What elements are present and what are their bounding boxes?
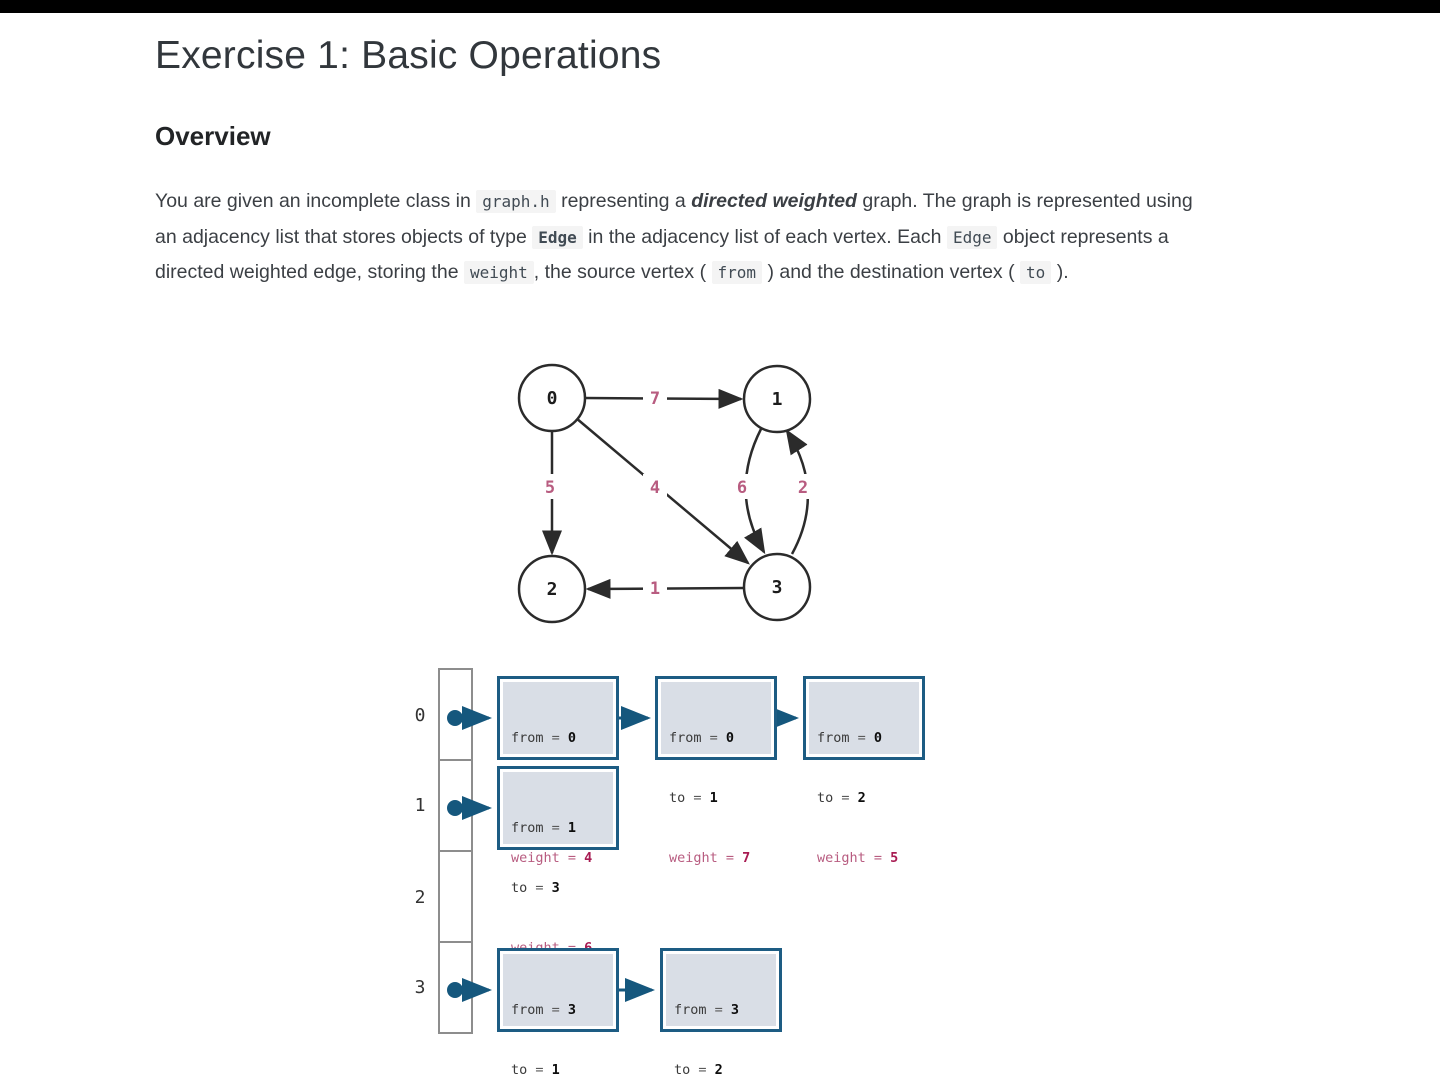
inline-code: from	[711, 261, 763, 284]
array-cell-2	[438, 850, 473, 943]
text-segment: ).	[1051, 261, 1069, 283]
inline-code: to	[1020, 261, 1052, 284]
edge-box-panel: from = 3 to = 1 weight = 2	[503, 954, 613, 1078]
text-segment: You are given an incomplete class in	[155, 190, 477, 212]
edge-box-0-1: from = 0 to = 1 weight = 7	[655, 676, 777, 866]
graph-node-1-label: 1	[772, 389, 783, 410]
edge-box-0-0: from = 0 to = 3 weight = 4	[497, 676, 619, 866]
edge-to-line: to = 1	[669, 790, 718, 806]
edge-weight-line: weight = 7	[669, 850, 751, 866]
page-title: Exercise 1: Basic Operations	[155, 34, 662, 77]
graph-node-0-label: 0	[547, 388, 558, 409]
edge-to-line: to = 3	[511, 880, 560, 896]
label-backing	[730, 474, 754, 499]
array-index-label-1: 1	[414, 795, 426, 816]
text-segment: representing a	[555, 190, 692, 212]
inline-bi: directed weighted	[691, 190, 857, 212]
edge-box-panel: from = 0 to = 1 weight = 7	[661, 682, 771, 866]
label-backing	[538, 474, 562, 499]
array-index-label-0: 0	[414, 705, 426, 726]
edge-weight-1-3: 6	[737, 478, 747, 498]
inline-code: Edge	[946, 225, 998, 249]
graph-node-2	[517, 554, 587, 624]
edge-box-panel: from = 3 to = 2 weight = 1	[666, 954, 776, 1078]
label-backing	[643, 385, 667, 410]
edge-from-line: from = 0	[511, 730, 577, 746]
edge-from-line: from = 1	[511, 820, 577, 836]
edge-box-1-0: from = 1 to = 3 weight = 6	[497, 766, 619, 956]
edge-box-0-2: from = 0 to = 2 weight = 5	[803, 676, 925, 866]
label-backing	[643, 575, 667, 600]
edge-weight-3-1: 2	[798, 478, 808, 498]
edge-from-line: from = 3	[511, 1002, 577, 1018]
graph-node-2-label: 2	[547, 579, 558, 600]
top-black-bar	[0, 0, 1440, 13]
array-cell-3	[438, 941, 473, 1034]
array-cell-1	[438, 759, 473, 852]
edge-weight-0-1: 7	[650, 389, 660, 409]
edge-weight-3-2: 1	[650, 579, 660, 599]
edge-weight-0-3: 4	[650, 478, 660, 498]
graph-node-1	[742, 364, 812, 434]
edge-box-panel: from = 0 to = 2 weight = 5	[809, 682, 919, 866]
edge-box-3-0: from = 3 to = 1 weight = 2	[497, 948, 619, 1078]
edge-box-panel: from = 0 to = 3 weight = 4	[503, 682, 613, 866]
inline-code: weight	[463, 261, 534, 284]
edge-weight-line: weight = 5	[817, 850, 899, 866]
text-segment: , the source vertex (	[533, 261, 712, 283]
text-segment: ) and the destination vertex (	[762, 261, 1021, 283]
graph-figure: 7 5 4 6 2 1 0 1 2 3	[517, 363, 815, 624]
edge-box-3-1: from = 3 to = 2 weight = 1	[660, 948, 782, 1078]
text-segment: object represents a directed weighted ed…	[155, 225, 1169, 284]
inline-code: graph.h	[476, 190, 556, 213]
edge-from-line: from = 3	[674, 1002, 740, 1018]
edge-to-line: to = 2	[817, 790, 866, 806]
edge-weight-line: weight = 4	[511, 850, 593, 866]
edge-from-line: from = 0	[669, 730, 735, 746]
edge-box-panel: from = 1 to = 3 weight = 6	[503, 772, 613, 956]
array-index-label-2: 2	[414, 887, 426, 908]
section-heading-overview: Overview	[155, 121, 271, 151]
label-backing	[643, 474, 667, 499]
label-backing	[791, 474, 815, 499]
edge-to-line: to = 2	[674, 1062, 723, 1078]
edge-from-line: from = 0	[817, 730, 883, 746]
text-segment: graph. The graph is represented using an…	[155, 190, 1193, 248]
graph-node-3-label: 3	[772, 577, 783, 598]
array-cell-0	[438, 668, 473, 761]
edge-to-line: to = 1	[511, 1062, 560, 1078]
array-index-label-3: 3	[414, 977, 426, 998]
overview-paragraph: You are given an incomplete class in gra…	[155, 184, 1193, 291]
graph-node-0	[517, 363, 587, 433]
text-segment: in the adjacency list of each vertex. Ea…	[582, 225, 947, 248]
edge-weight-0-2: 5	[545, 478, 555, 498]
graph-node-3	[742, 552, 812, 622]
adjacency-list-figure: 0 1 2 3 from	[405, 660, 945, 1078]
inline-code: Edge	[532, 225, 583, 249]
